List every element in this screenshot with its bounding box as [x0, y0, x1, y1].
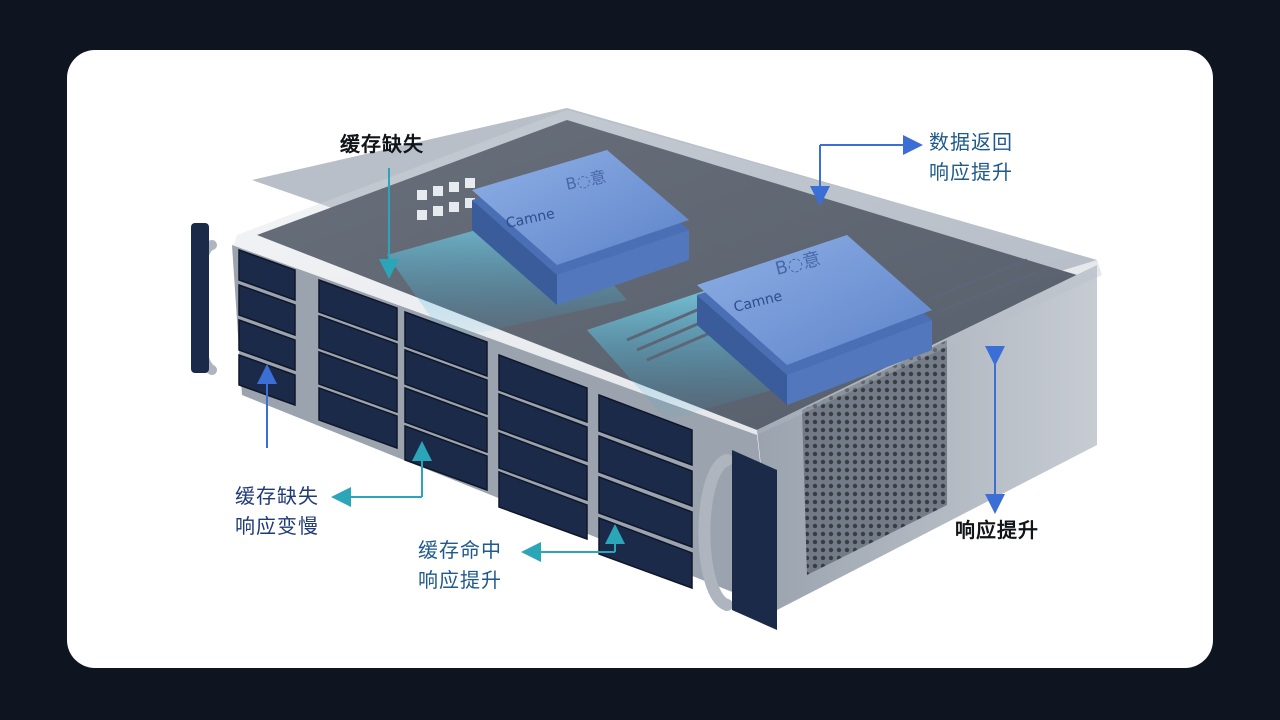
diagram-card: B◌意 Camne B◌意 Camne [67, 50, 1213, 668]
label-data-return: 数据返回 [929, 130, 1013, 154]
rack-handle-right [698, 454, 733, 611]
cache-chip-2: B◌意 Camne [697, 235, 932, 405]
label-cache-hit: 缓存命中 [418, 538, 502, 562]
rack-ear-left [191, 223, 209, 373]
label-response-improve-right: 响应提升 [955, 518, 1039, 542]
data-stream-2 [587, 290, 807, 420]
cache-chip-1: B◌意 Camne [472, 150, 689, 305]
server-illustration: B◌意 Camne B◌意 Camne [191, 108, 1102, 630]
label-cache-miss-left: 缓存缺失 [235, 484, 319, 508]
label-cache-miss-top: 缓存缺失 [340, 132, 424, 156]
rack-ear-right [732, 450, 777, 630]
label-response-improve-bottom: 响应提升 [418, 568, 502, 592]
label-response-improve-top: 响应提升 [929, 160, 1013, 184]
annotation-arrows [257, 135, 1005, 562]
label-response-slow: 响应变慢 [235, 514, 319, 538]
chassis-right-mesh [802, 340, 947, 575]
